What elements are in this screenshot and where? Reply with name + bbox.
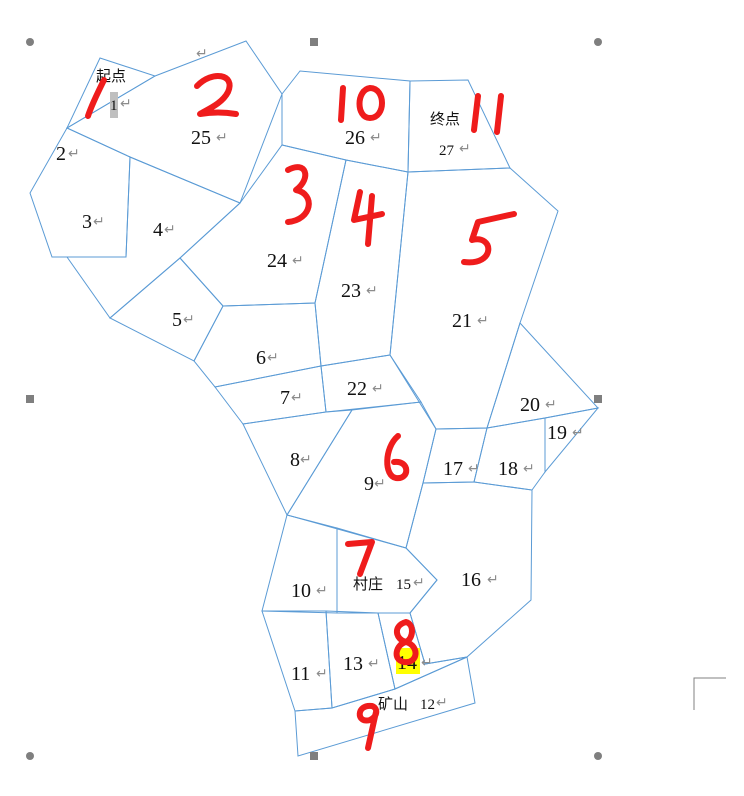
resize-handle-bottom[interactable] — [310, 752, 318, 760]
region-label-27: 27 — [439, 143, 455, 159]
paragraph-mark: ↵ — [291, 390, 303, 406]
region-label-1: 1 — [110, 98, 118, 114]
paragraph-mark: ↵ — [413, 575, 425, 591]
paragraph-mark: ↵ — [183, 312, 195, 328]
paragraph-mark: ↵ — [523, 461, 535, 477]
region-label-17: 17 — [443, 458, 463, 480]
selection-handles[interactable] — [26, 38, 602, 760]
paragraph-mark: ↵ — [370, 130, 382, 146]
paragraph-mark: ↵ — [372, 381, 384, 397]
region-label-11: 11 — [291, 663, 310, 685]
region-label-15: 15 — [396, 577, 411, 593]
paragraph-mark: ↵ — [459, 141, 471, 157]
region-label-22: 22 — [347, 378, 367, 400]
paragraph-mark: ↵ — [468, 461, 480, 477]
handwritten-3 — [285, 164, 312, 225]
region-label-19: 19 — [547, 422, 567, 444]
region-label-26: 26 — [345, 127, 365, 149]
resize-handle-right[interactable] — [594, 395, 602, 403]
handwritten-9 — [356, 702, 380, 751]
paragraph-mark: ↵ — [487, 572, 499, 588]
paragraph-mark: ↵ — [316, 666, 328, 682]
region-label-7: 7 — [280, 387, 290, 409]
paragraph-mark: ↵ — [120, 96, 132, 112]
cursor-selection — [110, 92, 118, 118]
handwritten-11-second — [494, 93, 504, 135]
village-label: 村庄 — [353, 575, 383, 593]
region-label-8: 8 — [290, 449, 300, 471]
resize-handle-top-right[interactable] — [594, 38, 602, 46]
region-label-6: 6 — [256, 347, 266, 369]
handwritten-5 — [461, 211, 517, 266]
paragraph-mark: ↵ — [93, 214, 105, 230]
handwritten-6 — [384, 433, 410, 482]
region-label-25: 25 — [191, 127, 211, 149]
paragraph-marks: ↵ ↵ ↵ ↵ ↵ ↵ ↵ ↵ ↵ ↵ ↵ ↵ ↵ ↵ ↵ ↵ ↵ ↵ ↵ ↵ … — [68, 46, 584, 711]
paragraph-mark: ↵ — [216, 130, 228, 146]
region-label-2: 2 — [56, 143, 66, 165]
resize-handle-top-left[interactable] — [26, 38, 34, 46]
region-label-4: 4 — [153, 219, 163, 241]
end-label: 终点 — [430, 110, 460, 128]
handwritten-1 — [85, 77, 107, 119]
handwritten-annotations — [85, 73, 517, 751]
paragraph-mark: ↵ — [366, 283, 378, 299]
region-label-5: 5 — [172, 309, 182, 331]
region-label-18: 18 — [498, 458, 518, 480]
paragraph-mark: ↵ — [572, 425, 584, 441]
resize-handle-top[interactable] — [310, 38, 318, 46]
paragraph-mark: ↵ — [436, 695, 448, 711]
paragraph-mark: ↵ — [545, 397, 557, 413]
handwritten-10-zero — [356, 85, 385, 121]
region-label-13: 13 — [343, 653, 363, 675]
paragraph-mark: ↵ — [196, 46, 208, 62]
handwritten-7 — [345, 539, 375, 577]
handwritten-2 — [194, 73, 239, 117]
paragraph-mark: ↵ — [374, 476, 386, 492]
paragraph-mark: ↵ — [477, 313, 489, 329]
handwritten-8 — [393, 619, 419, 666]
paragraph-mark: ↵ — [300, 452, 312, 468]
region-label-12: 12 — [420, 697, 435, 713]
region-label-9: 9 — [364, 473, 374, 495]
region-label-3: 3 — [82, 211, 92, 233]
paragraph-mark: ↵ — [421, 655, 433, 671]
paragraph-mark: ↵ — [68, 146, 80, 162]
handwritten-11-first — [471, 93, 481, 133]
paragraph-mark: ↵ — [164, 222, 176, 238]
resize-handle-bottom-left[interactable] — [26, 752, 34, 760]
region-label-16: 16 — [461, 569, 481, 591]
resize-handle-left[interactable] — [26, 395, 34, 403]
region-label-10: 10 — [291, 580, 311, 602]
page-corner-mark — [693, 677, 726, 710]
resize-handle-bottom-right[interactable] — [594, 752, 602, 760]
region-outlines — [29, 40, 600, 757]
region-label-23: 23 — [341, 280, 361, 302]
paragraph-mark: ↵ — [267, 350, 279, 366]
region-label-20: 20 — [520, 394, 540, 416]
mine-label: 矿山 — [378, 695, 408, 713]
paragraph-mark: ↵ — [368, 656, 380, 672]
handwritten-10-one — [338, 85, 346, 123]
region-label-21: 21 — [452, 310, 472, 332]
paragraph-mark: ↵ — [292, 253, 304, 269]
handwritten-4 — [351, 189, 385, 247]
paragraph-mark: ↵ — [316, 583, 328, 599]
region-labels: 起点 1 2 3 4 5 6 7 8 9 10 11 矿山 12 13 14 村… — [56, 67, 567, 713]
region-label-24: 24 — [267, 250, 287, 272]
